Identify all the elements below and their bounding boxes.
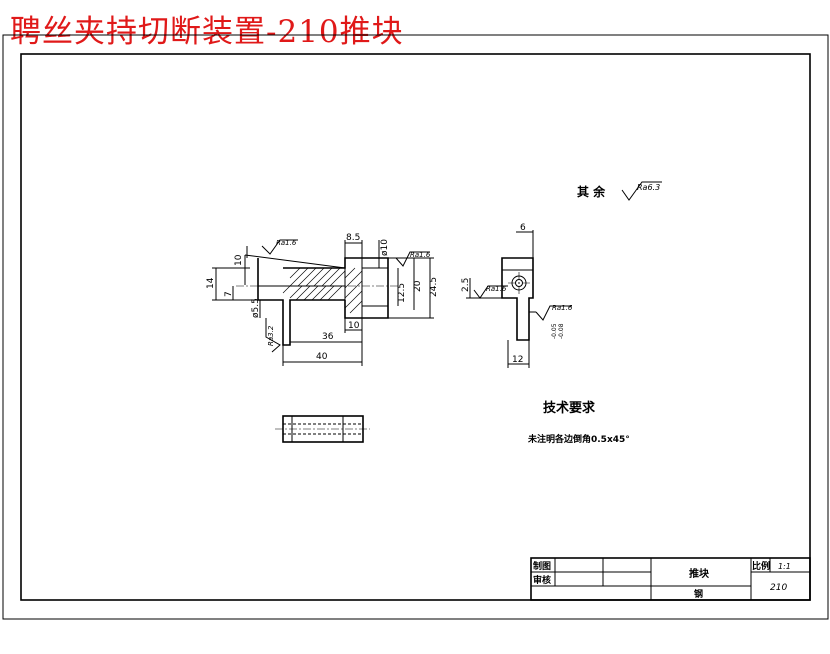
title-block-drawn: 制图 <box>533 560 551 572</box>
drawing-banner-title: 聘丝夹持切断装置-210推块 <box>10 14 404 50</box>
title-block-material: 钢 <box>694 588 703 600</box>
dim-2-5: 2.5 <box>461 278 471 292</box>
dim-7: 7 <box>224 291 234 297</box>
title-block-part-name: 推块 <box>689 567 710 580</box>
tolerance-upper: -0.05 <box>551 323 558 339</box>
dim-14: 14 <box>206 277 216 289</box>
roughness-symbol-icon <box>395 251 430 267</box>
dim-40: 40 <box>316 352 328 362</box>
title-block-scale-label: 比例 <box>752 560 770 572</box>
surface-finish-label: 其 余 <box>577 184 606 199</box>
dim-8-5: 8.5 <box>346 233 360 243</box>
sheet-outer-border <box>2 34 829 620</box>
dim-20: 20 <box>413 280 423 292</box>
dim-diameter-5-5: ø5.5 <box>251 298 261 318</box>
roughness-symbol-icon <box>473 285 508 299</box>
roughness-symbol-icon <box>535 305 572 321</box>
tech-requirements-title: 技术要求 <box>543 400 596 416</box>
tech-requirements-note: 未注明各边倒角0.5x45° <box>527 433 630 445</box>
surface-finish-value: Ra6.3 <box>637 183 660 192</box>
title-block-checked: 审核 <box>533 574 551 586</box>
side-view: 6 2.5 12 -0.05 -0.08 Ra1.6 Ra1.6 <box>461 223 573 368</box>
dim-12: 12 <box>512 355 523 365</box>
title-block-drawing-number: 210 <box>770 583 787 593</box>
top-view <box>275 415 370 443</box>
title-block-scale-value: 1:1 <box>778 562 791 571</box>
roughness-front-top: Ra1.6 <box>276 239 297 247</box>
front-view: 8.5 ø10 10 14 7 ø5.5 36 10 40 12.5 20 24… <box>206 233 439 366</box>
dim-6: 6 <box>520 223 526 233</box>
roughness-front-right: Ra1.6 <box>410 251 431 259</box>
dim-10-vertical: 10 <box>234 254 244 266</box>
dim-36: 36 <box>322 332 334 342</box>
dim-12-5: 12.5 <box>397 283 407 303</box>
roughness-symbol-icon <box>261 239 298 255</box>
roughness-symbol-icon <box>621 181 662 201</box>
dim-diameter-10: ø10 <box>380 239 390 256</box>
dim-10-bottom: 10 <box>348 321 360 331</box>
tolerance-lower: -0.08 <box>558 323 565 339</box>
roughness-symbol-icon <box>265 318 281 353</box>
section-hatch <box>282 267 363 314</box>
roughness-side-right: Ra1.6 <box>552 304 573 312</box>
roughness-front-bottom: Ra3.2 <box>267 325 275 346</box>
dim-24-5: 24.5 <box>429 277 439 297</box>
roughness-side-left: Ra1.6 <box>486 285 507 293</box>
surface-finish-note: 其 余 Ra6.3 <box>577 181 662 201</box>
drawing-frame <box>20 53 811 601</box>
title-block: 制图 审核 推块 比例 1:1 210 钢 <box>530 557 811 601</box>
